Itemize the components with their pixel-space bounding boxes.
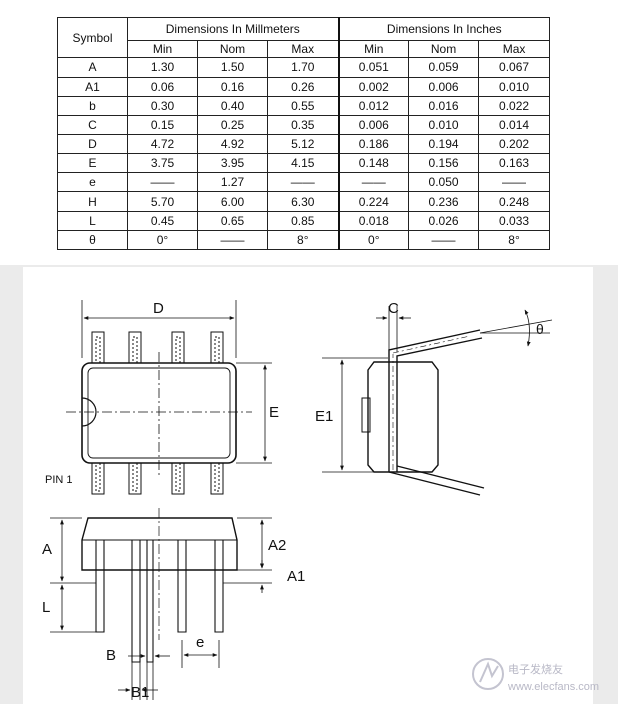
inch-group-header: Dimensions In Inches (337, 17, 551, 41)
mm-max-cell: 0.55 (266, 95, 340, 116)
mm-max-cell: 6.30 (266, 191, 340, 212)
label-E1: E1 (315, 408, 333, 425)
watermark-brand: 电子发烧友 (508, 662, 563, 676)
mm-min-cell: 0.06 (127, 76, 198, 97)
mm-max-cell: 0.26 (266, 76, 340, 97)
in-min-cell: 0.148 (337, 153, 410, 174)
mm-min-cell: 0.15 (127, 114, 198, 136)
in-min-cell: 0° (337, 229, 410, 251)
mm-max-cell: 4.15 (266, 153, 340, 174)
in-max-cell: 8° (478, 229, 551, 251)
label-E: E (269, 404, 279, 421)
in-min-cell: 0.018 (337, 210, 410, 231)
mm-nom-cell: —— (197, 229, 268, 251)
label-D: D (153, 300, 164, 317)
mm-nom-cell: 0.40 (197, 95, 268, 116)
mm-min-cell: 3.75 (127, 153, 198, 174)
mm-max-cell: 0.35 (266, 114, 340, 136)
in-min-cell: 0.224 (337, 191, 410, 212)
drawing-panel (23, 267, 593, 704)
in-nom-cell: 0.010 (408, 114, 480, 136)
label-theta: θ (536, 321, 544, 337)
label-L: L (42, 599, 50, 616)
in-max-cell: —— (478, 172, 551, 193)
label-C: C (388, 300, 399, 317)
mm-max-cell: 8° (266, 229, 340, 251)
mm-min-cell: 0° (127, 229, 198, 251)
side-view (322, 306, 553, 496)
dimensions-table: Symbol Dimensions In Millmeters Dimensio… (57, 16, 551, 251)
front-view (50, 508, 272, 700)
label-pin1: PIN 1 (45, 474, 73, 486)
mm-min-cell: 5.70 (127, 191, 198, 212)
label-e: e (196, 634, 204, 651)
label-B1: B1 (131, 684, 149, 701)
label-A2: A2 (268, 537, 286, 554)
in-nom-cell: 0.236 (408, 191, 480, 212)
in-min-cell: 0.012 (337, 95, 410, 116)
in-nom-cell: —— (408, 229, 480, 251)
watermark-url: www.elecfans.com (507, 681, 599, 693)
table-row: e——1.27————0.050—— (57, 172, 551, 193)
top-view (66, 300, 272, 495)
label-B: B (106, 647, 116, 664)
symbol-header: Symbol (57, 16, 128, 59)
in-max-cell: 0.202 (478, 133, 551, 155)
label-A: A (42, 541, 52, 558)
in-max-cell: 0.014 (478, 114, 551, 136)
label-A1: A1 (287, 568, 305, 585)
mm-nom-cell: 0.16 (197, 76, 268, 97)
watermark-logo: 电子发烧友 www.elecfans.com (472, 658, 599, 693)
